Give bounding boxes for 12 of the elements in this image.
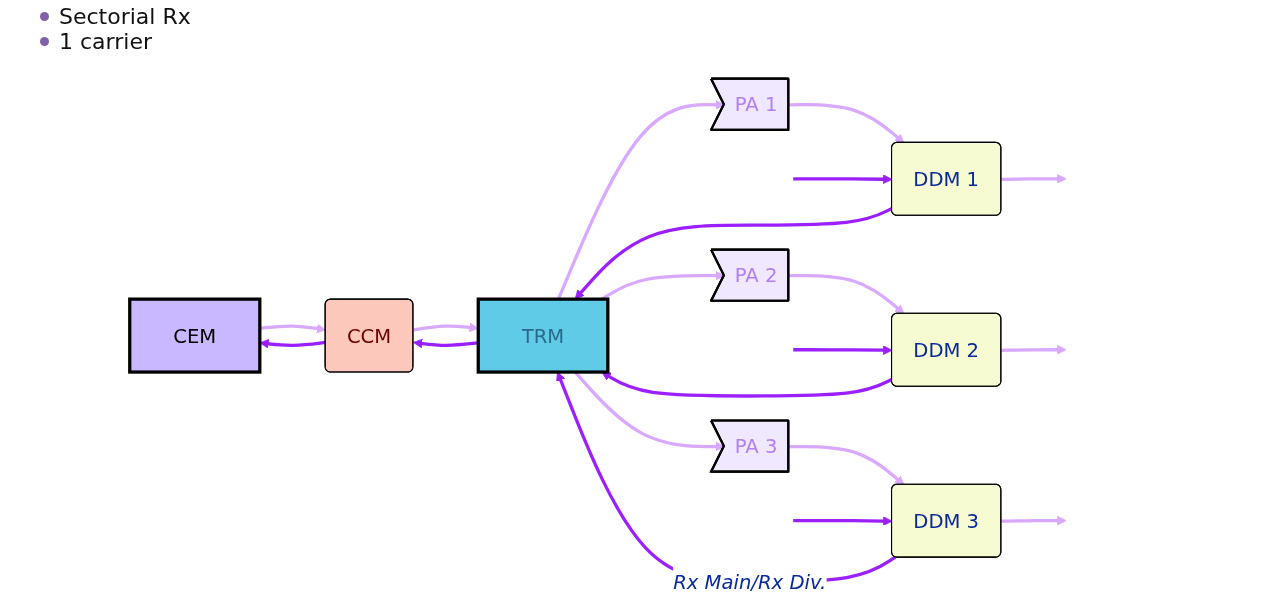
arrow [1001, 174, 1067, 184]
arrow [556, 371, 897, 584]
arrow [788, 273, 905, 315]
arrow [1001, 344, 1067, 355]
note-text: Sectorial Rx [59, 4, 191, 29]
note-text: 1 carrier [59, 29, 152, 54]
node-box: TRM [476, 297, 610, 374]
edge-label: Rx Main/Rx Div. [673, 570, 827, 594]
arrow [788, 444, 905, 486]
arrow [788, 103, 905, 144]
arrow [1001, 515, 1067, 526]
node-box: CEM [128, 297, 262, 374]
